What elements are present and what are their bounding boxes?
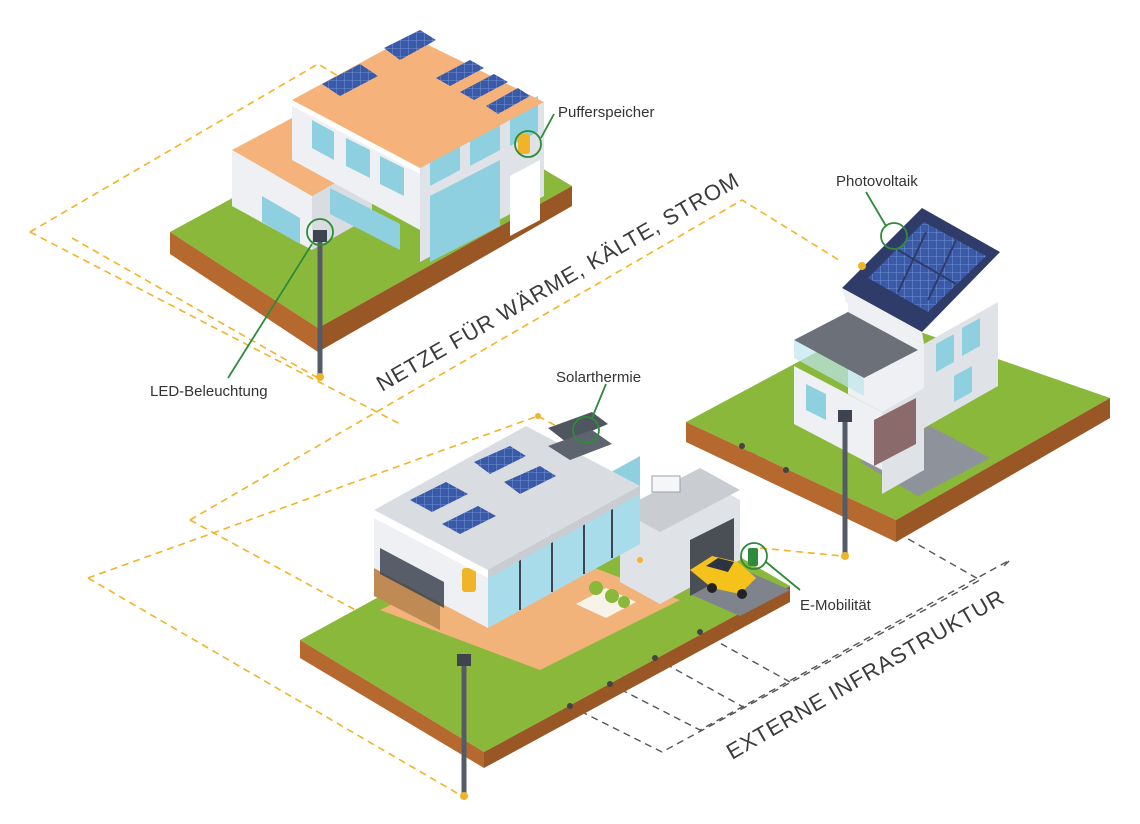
emobilitaet-marker (740, 542, 768, 570)
solar-panel-icon (504, 466, 556, 494)
buffer-tank-icon (518, 134, 530, 154)
top-house (170, 30, 572, 381)
buffer-tank-icon (462, 568, 476, 592)
solarthermie-marker (572, 416, 600, 444)
pufferspeicher-marker (514, 130, 542, 158)
solar-panel-icon (486, 88, 530, 114)
solar-panel-icon (322, 64, 378, 96)
photovoltaik-marker (880, 222, 908, 250)
solar-panel-icon (410, 482, 468, 512)
solar-panel-icon (384, 30, 436, 60)
label-solarthermie: Solarthermie (556, 369, 641, 386)
label-led-beleuchtung: LED-Beleuchtung (150, 383, 268, 400)
electric-car-icon (690, 556, 756, 599)
label-photovoltaik: Photovoltaik (836, 173, 918, 190)
photovoltaic-house (686, 208, 1110, 560)
label-e-mobilitaet: E-Mobilität (800, 597, 872, 614)
solar-panel-icon (474, 446, 526, 474)
street-lamp-icon (838, 410, 852, 422)
solar-panel-icon (436, 60, 484, 86)
solar-panel-icon (442, 506, 496, 534)
callouts (227, 113, 908, 591)
street-lamp-icon (457, 654, 471, 666)
main-building (300, 412, 790, 800)
label-pufferspeicher: Pufferspeicher (558, 104, 654, 121)
charging-station-icon (748, 548, 758, 566)
solar-panel-icon (460, 74, 508, 100)
street-lamp-icon (313, 230, 327, 242)
led-marker (306, 218, 334, 246)
